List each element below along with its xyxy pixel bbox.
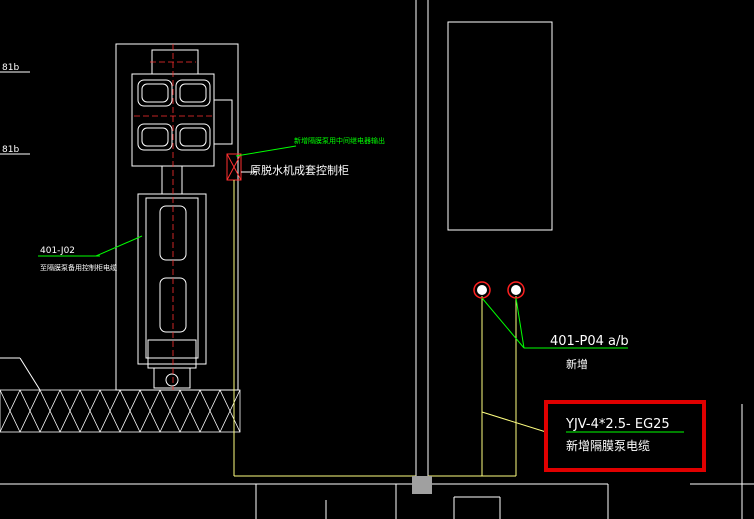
highlight-box <box>544 400 706 472</box>
floor-hatch <box>0 389 241 433</box>
ref-label-top-a: 81b <box>2 63 19 73</box>
cable-runs <box>233 180 547 477</box>
left-note-label: 至隔膜泵备用控制柜电缆 <box>40 263 117 272</box>
control-cabinet-label: 原脱水机成套控制柜 <box>250 163 349 177</box>
junction-box <box>412 476 432 494</box>
pump-tag-label: 401-P04 a/b <box>550 334 629 349</box>
cable-note-label: 新增隔膜泵电缆 <box>566 438 650 453</box>
leader-lines <box>38 145 684 433</box>
green-annotation-label: 新增隔膜泵用中间继电器输出 <box>294 136 385 145</box>
equipment-centerlines <box>134 44 212 390</box>
left-tag-label: 401-J02 <box>40 246 75 256</box>
ref-label-top-b: 81b <box>2 145 19 155</box>
cable-spec-label: YJV-4*2.5- EG25 <box>565 417 670 432</box>
pump-note-label: 新增 <box>566 357 588 371</box>
